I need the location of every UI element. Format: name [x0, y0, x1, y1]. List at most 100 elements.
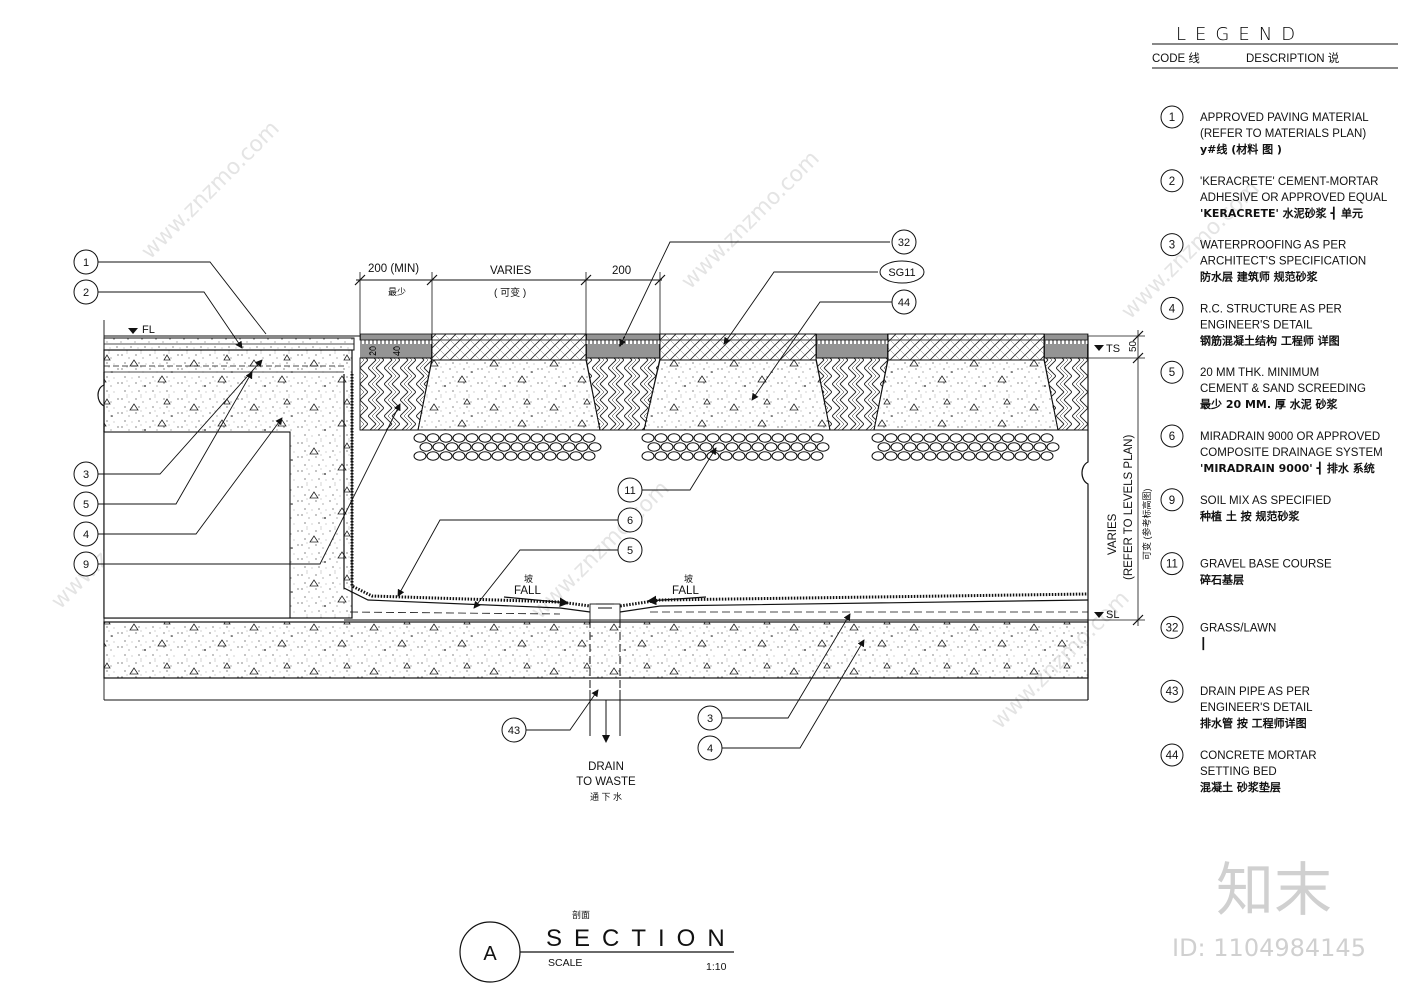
gravel-pebble [556, 451, 570, 461]
callout-5-mid: 5 [617, 537, 643, 563]
gravel-pebble [673, 442, 687, 452]
small-dim-a: 20 [368, 346, 378, 356]
gravel-pebble [988, 433, 1002, 443]
gravel-pebble [419, 442, 433, 452]
gravel-pebble [777, 442, 791, 452]
gravel-pebble [484, 442, 498, 452]
gravel-pebble [452, 433, 466, 443]
gravel-pebble [504, 451, 518, 461]
legend-code: 6 [1169, 431, 1175, 443]
legend-description-line: SETTING BED [1200, 766, 1277, 778]
gravel-pebble [936, 451, 950, 461]
gravel-pebble [693, 451, 707, 461]
legend-code-bubble [1160, 296, 1184, 320]
legend-description-cn: 'KERACRETE' 水泥砂浆 ┫ 单元 [1200, 206, 1363, 220]
svg-text:5: 5 [83, 499, 89, 511]
gravel-pebble [1014, 451, 1028, 461]
fall-right-cn: 坡 [684, 573, 693, 584]
right-dimensions: TS 50 SL VARIES (REFER TO LEVELS PLAN) 可… [1088, 330, 1152, 626]
brand-watermark: 知末 ID: 1104984145 [1172, 856, 1366, 962]
gravel-pebble [758, 433, 772, 443]
gravel-pebble [771, 451, 785, 461]
gravel-pebble [556, 433, 570, 443]
gravel-pebble [582, 451, 596, 461]
gravel-pebble [452, 451, 466, 461]
gravel-pebble [790, 442, 804, 452]
legend-description-cn: ┃ [1200, 636, 1207, 650]
legend-title: LEGEND [1176, 24, 1304, 45]
svg-text:9: 9 [83, 559, 89, 571]
gravel-pebble [641, 451, 655, 461]
drain-line2: TO WASTE [576, 776, 636, 788]
watermark-id: ID: 1104984145 [1172, 934, 1366, 962]
svg-text:SG11: SG11 [888, 267, 915, 279]
gravel-pebble [445, 442, 459, 452]
gravel-pebble [910, 433, 924, 443]
gravel-pebble [478, 433, 492, 443]
gravel-pebble [654, 451, 668, 461]
legend-description-line: SOIL MIX AS SPECIFIED [1200, 495, 1331, 507]
legend-code: 1 [1169, 112, 1175, 124]
gravel-pebble [884, 451, 898, 461]
gravel-pebble [575, 442, 589, 452]
drain-cn: 通 下 水 [590, 791, 622, 802]
gravel-pebble [517, 433, 531, 443]
gravel-pebble [706, 433, 720, 443]
fall-arrows: FALL FALL 坡 坡 [503, 573, 707, 607]
callout-4-left: 4 [73, 521, 99, 547]
drain-line1: DRAIN [588, 761, 624, 773]
gravel-pebble [936, 433, 950, 443]
callout-6: 6 [617, 507, 643, 533]
legend-description-line: ENGINEER'S DETAIL [1200, 702, 1313, 714]
leader-lines [98, 241, 892, 749]
brand-logo: 知末 [1216, 856, 1332, 924]
gravel-pebble [588, 442, 602, 452]
gravel-pebble [569, 451, 583, 461]
gravel-pebble [751, 442, 765, 452]
legend-description-line: MIRADRAIN 9000 OR APPROVED [1200, 431, 1380, 443]
gravel-pebble [803, 442, 817, 452]
gravel-pebble [764, 442, 778, 452]
gravel-pebble [962, 433, 976, 443]
gravel-pebble [988, 451, 1002, 461]
gravel-pebble [413, 433, 427, 443]
gravel-pebble [523, 442, 537, 452]
svg-text:43: 43 [508, 725, 520, 737]
gravel-pebble [994, 442, 1008, 452]
dim-200-min-cn: 最少 [388, 287, 406, 297]
svg-text:4: 4 [83, 529, 89, 541]
dim-200: 200 [612, 265, 631, 277]
gravel-pebble [1040, 451, 1054, 461]
gravel-pebble [942, 442, 956, 452]
gravel-pebble [923, 433, 937, 443]
legend-description-cn: 种植 土 按 规范砂浆 [1199, 509, 1300, 523]
gravel-pebble [903, 442, 917, 452]
gravel-pebble [686, 442, 700, 452]
fall-left-label: FALL [514, 585, 541, 597]
legend-description-line: COMPOSITE DRAINAGE SYSTEM [1200, 447, 1383, 459]
legend-code: 2 [1169, 176, 1175, 188]
legend-code-bubble [1160, 743, 1184, 767]
legend-description-cn: 混凝土 砂浆垫层 [1200, 780, 1281, 794]
legend-code-bubble [1160, 424, 1184, 448]
gravel-pebble [465, 451, 479, 461]
gravel-pebble [871, 433, 885, 443]
side-refer: (REFER TO LEVELS PLAN) [1123, 435, 1135, 580]
gravel-pebble [667, 451, 681, 461]
gravel-pebble [975, 451, 989, 461]
gravel-pebble [1027, 451, 1041, 461]
gravel-pebble [1001, 433, 1015, 443]
svg-text:11: 11 [624, 485, 635, 497]
legend-description-line: CONCRETE MORTAR [1200, 750, 1317, 762]
ts-label: TS [1106, 343, 1120, 355]
gravel-pebble [916, 442, 930, 452]
gravel-pebble [660, 442, 674, 452]
gravel-pebble [923, 451, 937, 461]
gravel-pebble [1001, 451, 1015, 461]
section-title-cn: 剖面 [572, 909, 590, 920]
legend-code: 9 [1169, 495, 1175, 507]
